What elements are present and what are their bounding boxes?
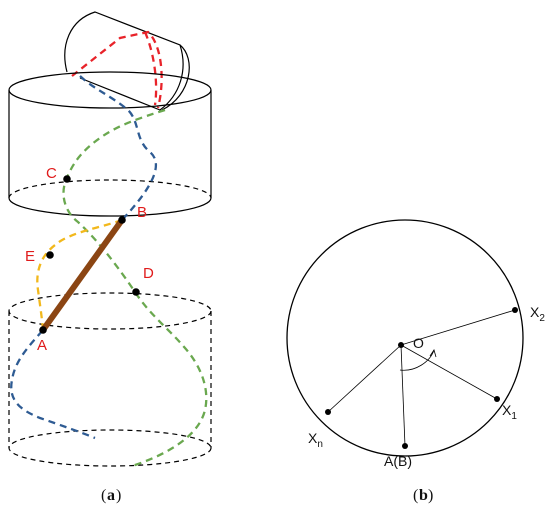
lower-cylinder-bottom-ellipse bbox=[8, 429, 212, 467]
panel-b: O X2 X1 Xn A(B) ( b ) bbox=[286, 219, 545, 504]
radius-xn bbox=[327, 344, 402, 413]
svg-text:): ) bbox=[116, 487, 121, 504]
label-d: D bbox=[143, 265, 154, 282]
radius-x1 bbox=[400, 344, 498, 400]
small-cylinder-outline bbox=[64, 11, 184, 111]
point-e bbox=[46, 251, 54, 259]
blue-curve bbox=[10, 75, 158, 440]
point-d bbox=[132, 288, 140, 296]
caption-b: ( b ) bbox=[413, 487, 433, 504]
green-curve bbox=[62, 108, 208, 468]
lower-cylinder-top-ellipse bbox=[8, 292, 212, 330]
big-circle bbox=[286, 219, 524, 457]
label-c: C bbox=[46, 165, 57, 182]
point-x2 bbox=[512, 307, 518, 313]
upper-cylinder bbox=[8, 71, 212, 217]
label-e: E bbox=[25, 248, 35, 265]
label-xn: Xn bbox=[308, 430, 323, 450]
lower-cylinder bbox=[8, 292, 212, 467]
svg-text:): ) bbox=[428, 487, 433, 504]
point-o bbox=[398, 342, 404, 348]
point-x1 bbox=[494, 396, 500, 402]
svg-text:(: ( bbox=[101, 487, 106, 504]
small-cylinder-back-rim-hidden bbox=[143, 31, 158, 106]
point-xn bbox=[325, 409, 331, 415]
point-c bbox=[63, 175, 71, 183]
point-a bbox=[39, 326, 47, 334]
red-curve bbox=[71, 30, 163, 109]
label-o: O bbox=[413, 335, 424, 351]
caption-a-letter: a bbox=[107, 487, 115, 504]
panel-a: A B C D E ( a ) bbox=[8, 11, 212, 504]
point-b bbox=[118, 216, 126, 224]
radius-x2 bbox=[400, 309, 516, 346]
label-ab: A(B) bbox=[384, 453, 412, 469]
upper-cylinder-bottom-front bbox=[8, 197, 212, 217]
angle-arc bbox=[399, 349, 435, 371]
label-x1: X1 bbox=[502, 402, 517, 422]
caption-a: ( a ) bbox=[101, 487, 121, 504]
caption-b-letter: b bbox=[419, 487, 428, 504]
angle-arrowhead bbox=[429, 349, 437, 358]
label-a: A bbox=[37, 337, 47, 354]
upper-cylinder-bottom-back-hidden bbox=[8, 179, 212, 199]
label-b: B bbox=[137, 204, 147, 221]
svg-text:(: ( bbox=[413, 487, 418, 504]
rod-ab bbox=[40, 218, 125, 332]
point-ab bbox=[402, 443, 408, 449]
radius-ab bbox=[400, 344, 406, 447]
label-x2: X2 bbox=[530, 304, 545, 324]
small-cylinder bbox=[64, 11, 190, 111]
